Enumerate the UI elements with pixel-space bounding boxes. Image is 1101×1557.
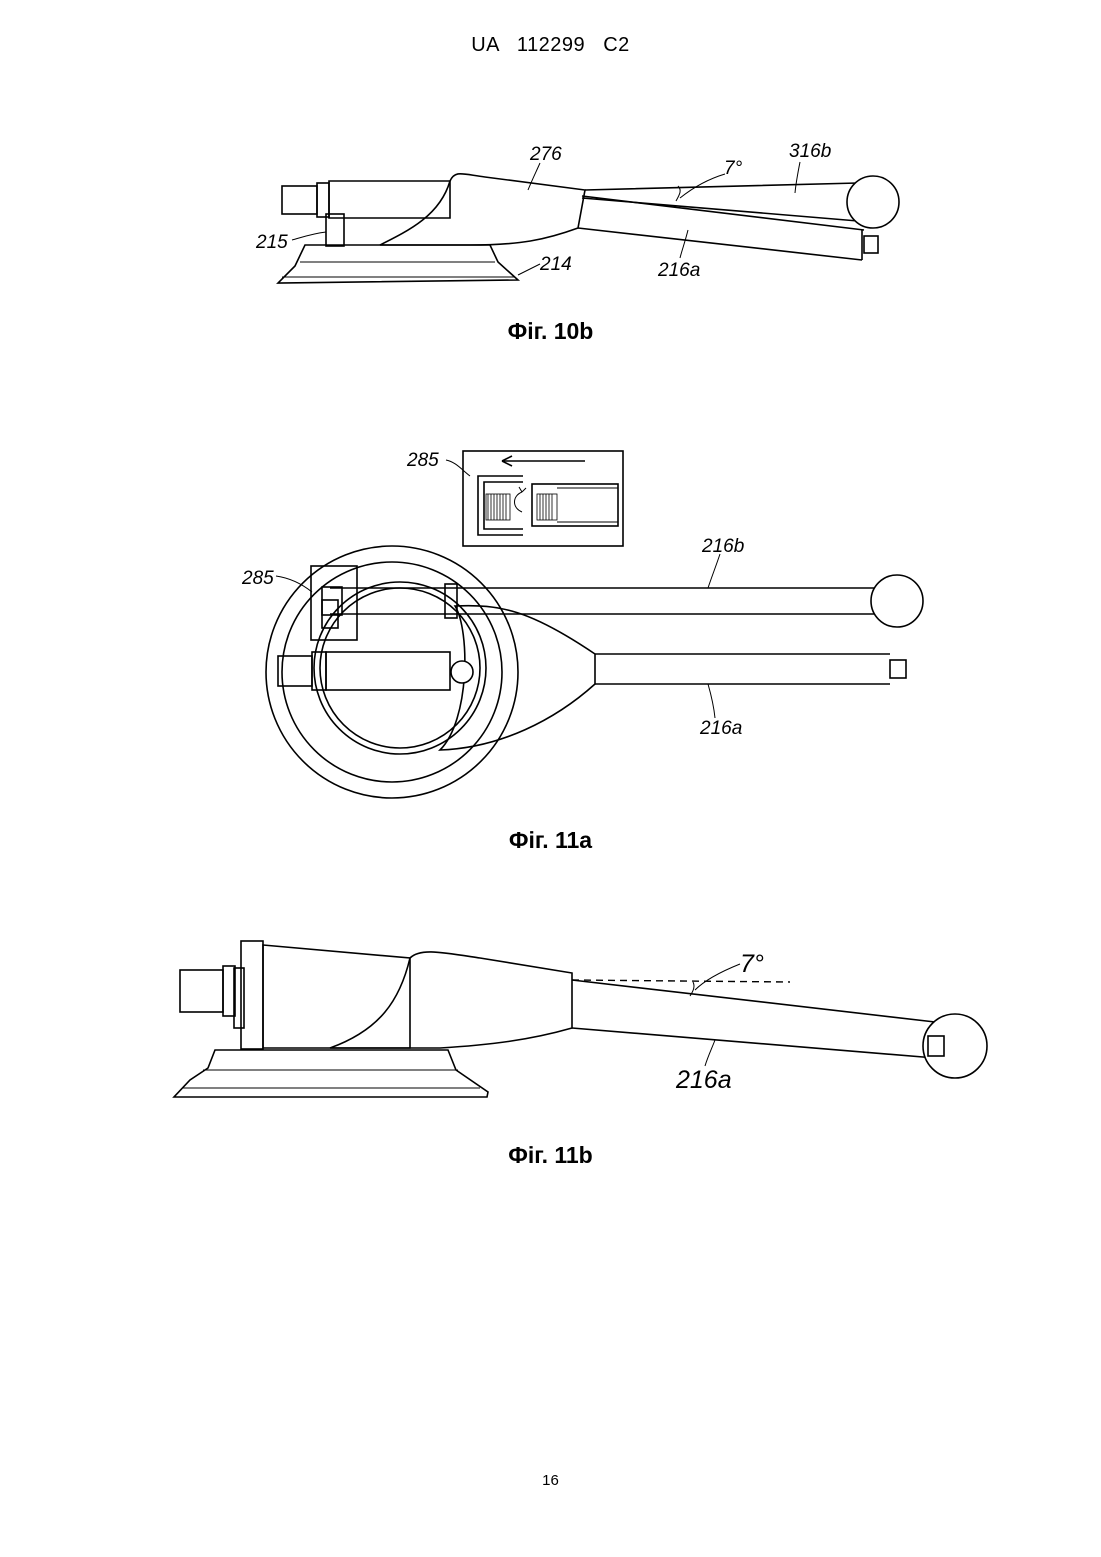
label-316b: 316b bbox=[789, 141, 831, 162]
label-276: 276 bbox=[529, 144, 562, 165]
label-216a: 216a bbox=[699, 718, 742, 739]
patent-header: UA 112299 C2 bbox=[0, 34, 1101, 57]
page-number: 16 bbox=[0, 1472, 1101, 1489]
figure-11b-drawing: 7° 216a bbox=[0, 930, 1101, 1120]
label-216a: 216a bbox=[675, 1066, 732, 1094]
figure-10b-drawing: 276 316b 7° 215 214 216a bbox=[0, 130, 1101, 300]
label-285-inset: 285 bbox=[406, 450, 439, 471]
label-7-degrees: 7° bbox=[740, 950, 764, 978]
figure-11a-drawing: 285 285 216b 216a bbox=[0, 440, 1101, 810]
caption-fig-10b: Фіг. 10b bbox=[0, 318, 1101, 345]
label-7-degrees: 7° bbox=[724, 158, 743, 179]
label-215: 215 bbox=[255, 232, 288, 253]
label-216b: 216b bbox=[701, 536, 744, 557]
label-214: 214 bbox=[539, 254, 572, 275]
label-216a: 216a bbox=[657, 260, 700, 281]
label-285: 285 bbox=[241, 568, 274, 589]
caption-fig-11b: Фіг. 11b bbox=[0, 1142, 1101, 1169]
caption-fig-11a: Фіг. 11a bbox=[0, 827, 1101, 854]
